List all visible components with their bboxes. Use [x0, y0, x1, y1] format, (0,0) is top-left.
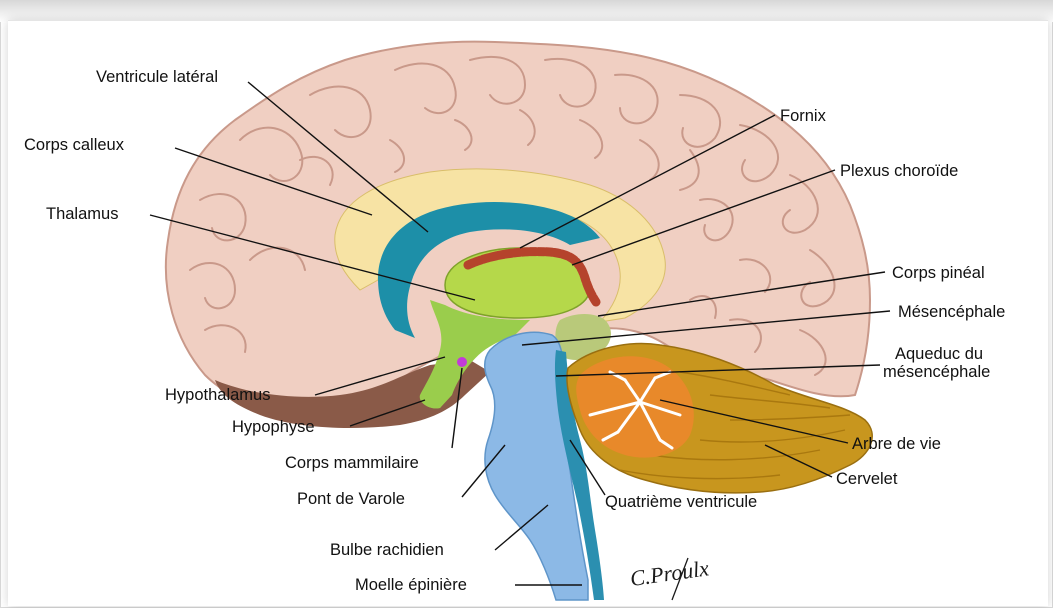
- label-hypothalamus: Hypothalamus: [165, 386, 270, 404]
- label-mesencephale: Mésencéphale: [898, 303, 1005, 321]
- label-corps-calleux: Corps calleux: [24, 136, 125, 154]
- label-aqueduc-line1: Aqueduc du: [895, 345, 983, 363]
- label-plexus-choroide: Plexus choroïde: [840, 162, 958, 180]
- label-thalamus: Thalamus: [46, 205, 118, 223]
- label-aqueduc-line2: mésencéphale: [883, 363, 990, 381]
- label-quatrieme-ventricule: Quatrième ventricule: [605, 493, 757, 511]
- label-pont-de-varole: Pont de Varole: [297, 490, 405, 508]
- label-ventricule-lateral: Ventricule latéral: [96, 68, 218, 86]
- mammillary-body: [457, 357, 467, 367]
- label-bulbe-rachidien: Bulbe rachidien: [330, 541, 444, 559]
- label-moelle-epiniere: Moelle épinière: [355, 576, 467, 594]
- label-cervelet: Cervelet: [836, 470, 898, 488]
- label-corps-pineal: Corps pinéal: [892, 264, 985, 282]
- label-corps-mammilaire: Corps mammilaire: [285, 454, 419, 472]
- label-arbre-de-vie: Arbre de vie: [852, 435, 941, 453]
- label-hypophyse: Hypophyse: [232, 418, 315, 436]
- label-fornix: Fornix: [780, 107, 827, 125]
- artist-signature: C.Proulx: [628, 555, 710, 591]
